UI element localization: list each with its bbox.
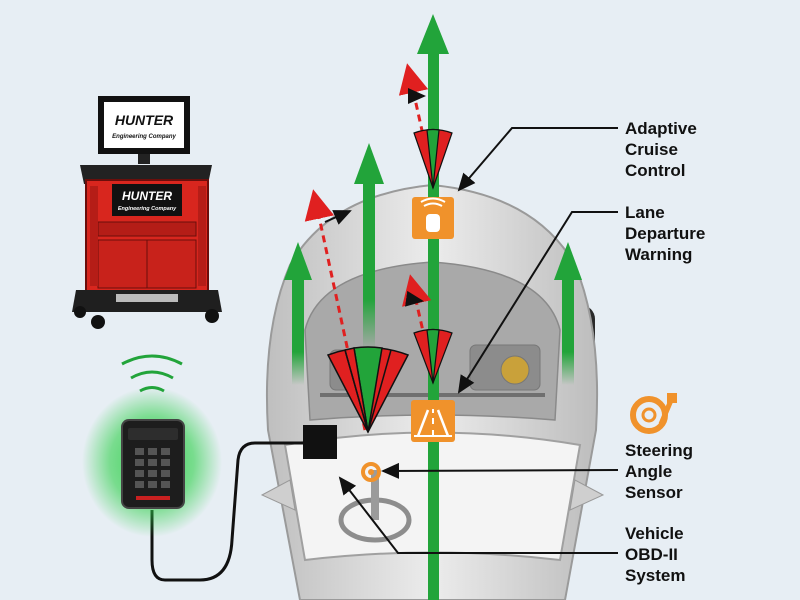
column-sensor [361, 462, 381, 482]
steering-angle-line-2: Angle [625, 462, 673, 481]
steering-angle-line-1: Steering [625, 441, 694, 460]
right-wheel-arrow-head [554, 242, 582, 280]
left-wheel-arrow-shaft [292, 275, 304, 385]
steering-angle-fan [326, 346, 410, 434]
wireless-signal-icon [121, 354, 183, 393]
callout-leaders [338, 127, 619, 554]
lane-departure-line-2: Departure [625, 224, 706, 243]
left-wheel-arrow-head [284, 242, 312, 280]
centerline-arrow-shaft [428, 50, 439, 600]
cabinet-brand: HUNTER [122, 189, 172, 203]
obd-port [303, 425, 337, 459]
steering-leader-line [381, 462, 619, 479]
obd-system-label: Vehicle OBD-II System [625, 523, 685, 586]
obd-dongle [121, 419, 185, 509]
monitor-brand: HUNTER [115, 112, 174, 128]
obd-system-line-2: OBD-II [625, 545, 678, 564]
steering-arrow-shaft [363, 180, 375, 350]
obd-cable [150, 441, 305, 582]
ldw-leader-line [457, 211, 618, 394]
adaptive-cruise-line-3: Control [625, 161, 686, 180]
adaptive-cruise-line-2: Cruise [625, 140, 678, 159]
acc-leader-line [457, 127, 618, 192]
obd-system-line-1: Vehicle [625, 524, 684, 543]
steering-angle-line-3: Sensor [625, 483, 683, 502]
obd-leader-line [338, 476, 618, 554]
obd-system-line-3: System [625, 566, 686, 585]
steering-angle-label: Steering Angle Sensor [625, 440, 693, 503]
car-radar-icon [412, 197, 454, 239]
acc-angle-fan [413, 128, 453, 190]
lane-departure-line-3: Warning [625, 245, 693, 264]
steering-sensor-icon [630, 393, 677, 434]
alignment-cabinet [72, 96, 222, 329]
right-wheel-arrow-shaft [562, 275, 574, 385]
angle-indicators [324, 88, 426, 307]
monitor-brand-sub: Engineering Company [112, 134, 176, 140]
lane-departure-line-1: Lane [625, 203, 665, 222]
steering-arrow-head [354, 143, 384, 184]
ldw-angle-fan [413, 328, 453, 385]
adaptive-cruise-label: Adaptive Cruise Control [625, 118, 697, 181]
cabinet-brand-sub: Engineering Company [118, 206, 177, 212]
centerline-arrow-head [417, 14, 449, 54]
thrust-line-arrows [284, 14, 582, 600]
lane-road-icon [411, 400, 455, 442]
lane-departure-label: Lane Departure Warning [625, 202, 705, 265]
adaptive-cruise-line-1: Adaptive [625, 119, 697, 138]
